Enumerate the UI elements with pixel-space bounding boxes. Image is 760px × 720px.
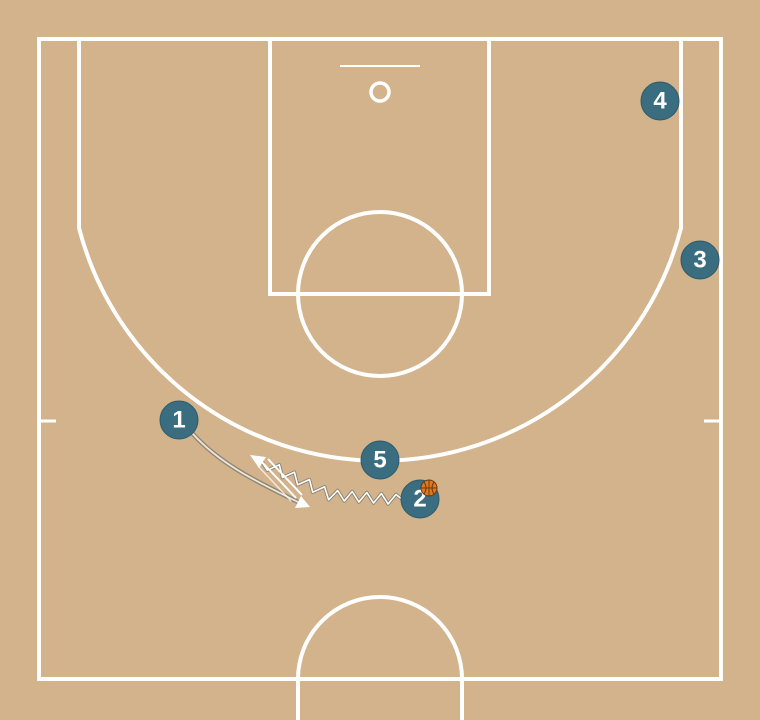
player-1[interactable]: 1	[159, 400, 199, 440]
center-circle	[296, 595, 464, 720]
basketball-icon	[420, 479, 438, 497]
player-4[interactable]: 4	[640, 81, 680, 121]
free-throw-circle	[296, 210, 464, 378]
player-1-label: 1	[172, 407, 185, 434]
player-4-label: 4	[653, 88, 667, 115]
player-1-marker	[159, 400, 199, 440]
hoop-rim	[369, 81, 391, 103]
player-5-label: 5	[373, 447, 386, 474]
player-5[interactable]: 5	[360, 440, 400, 480]
player-3-label: 3	[693, 247, 706, 274]
player-3[interactable]: 3	[680, 240, 720, 280]
player-3-marker	[680, 240, 720, 280]
free-throw-lane	[268, 37, 491, 296]
player-5-marker	[360, 440, 400, 480]
player-4-marker	[640, 81, 680, 121]
cut-arrowhead	[295, 496, 310, 508]
dribble-arrowhead	[250, 455, 266, 468]
handoff-marker	[257, 458, 303, 502]
